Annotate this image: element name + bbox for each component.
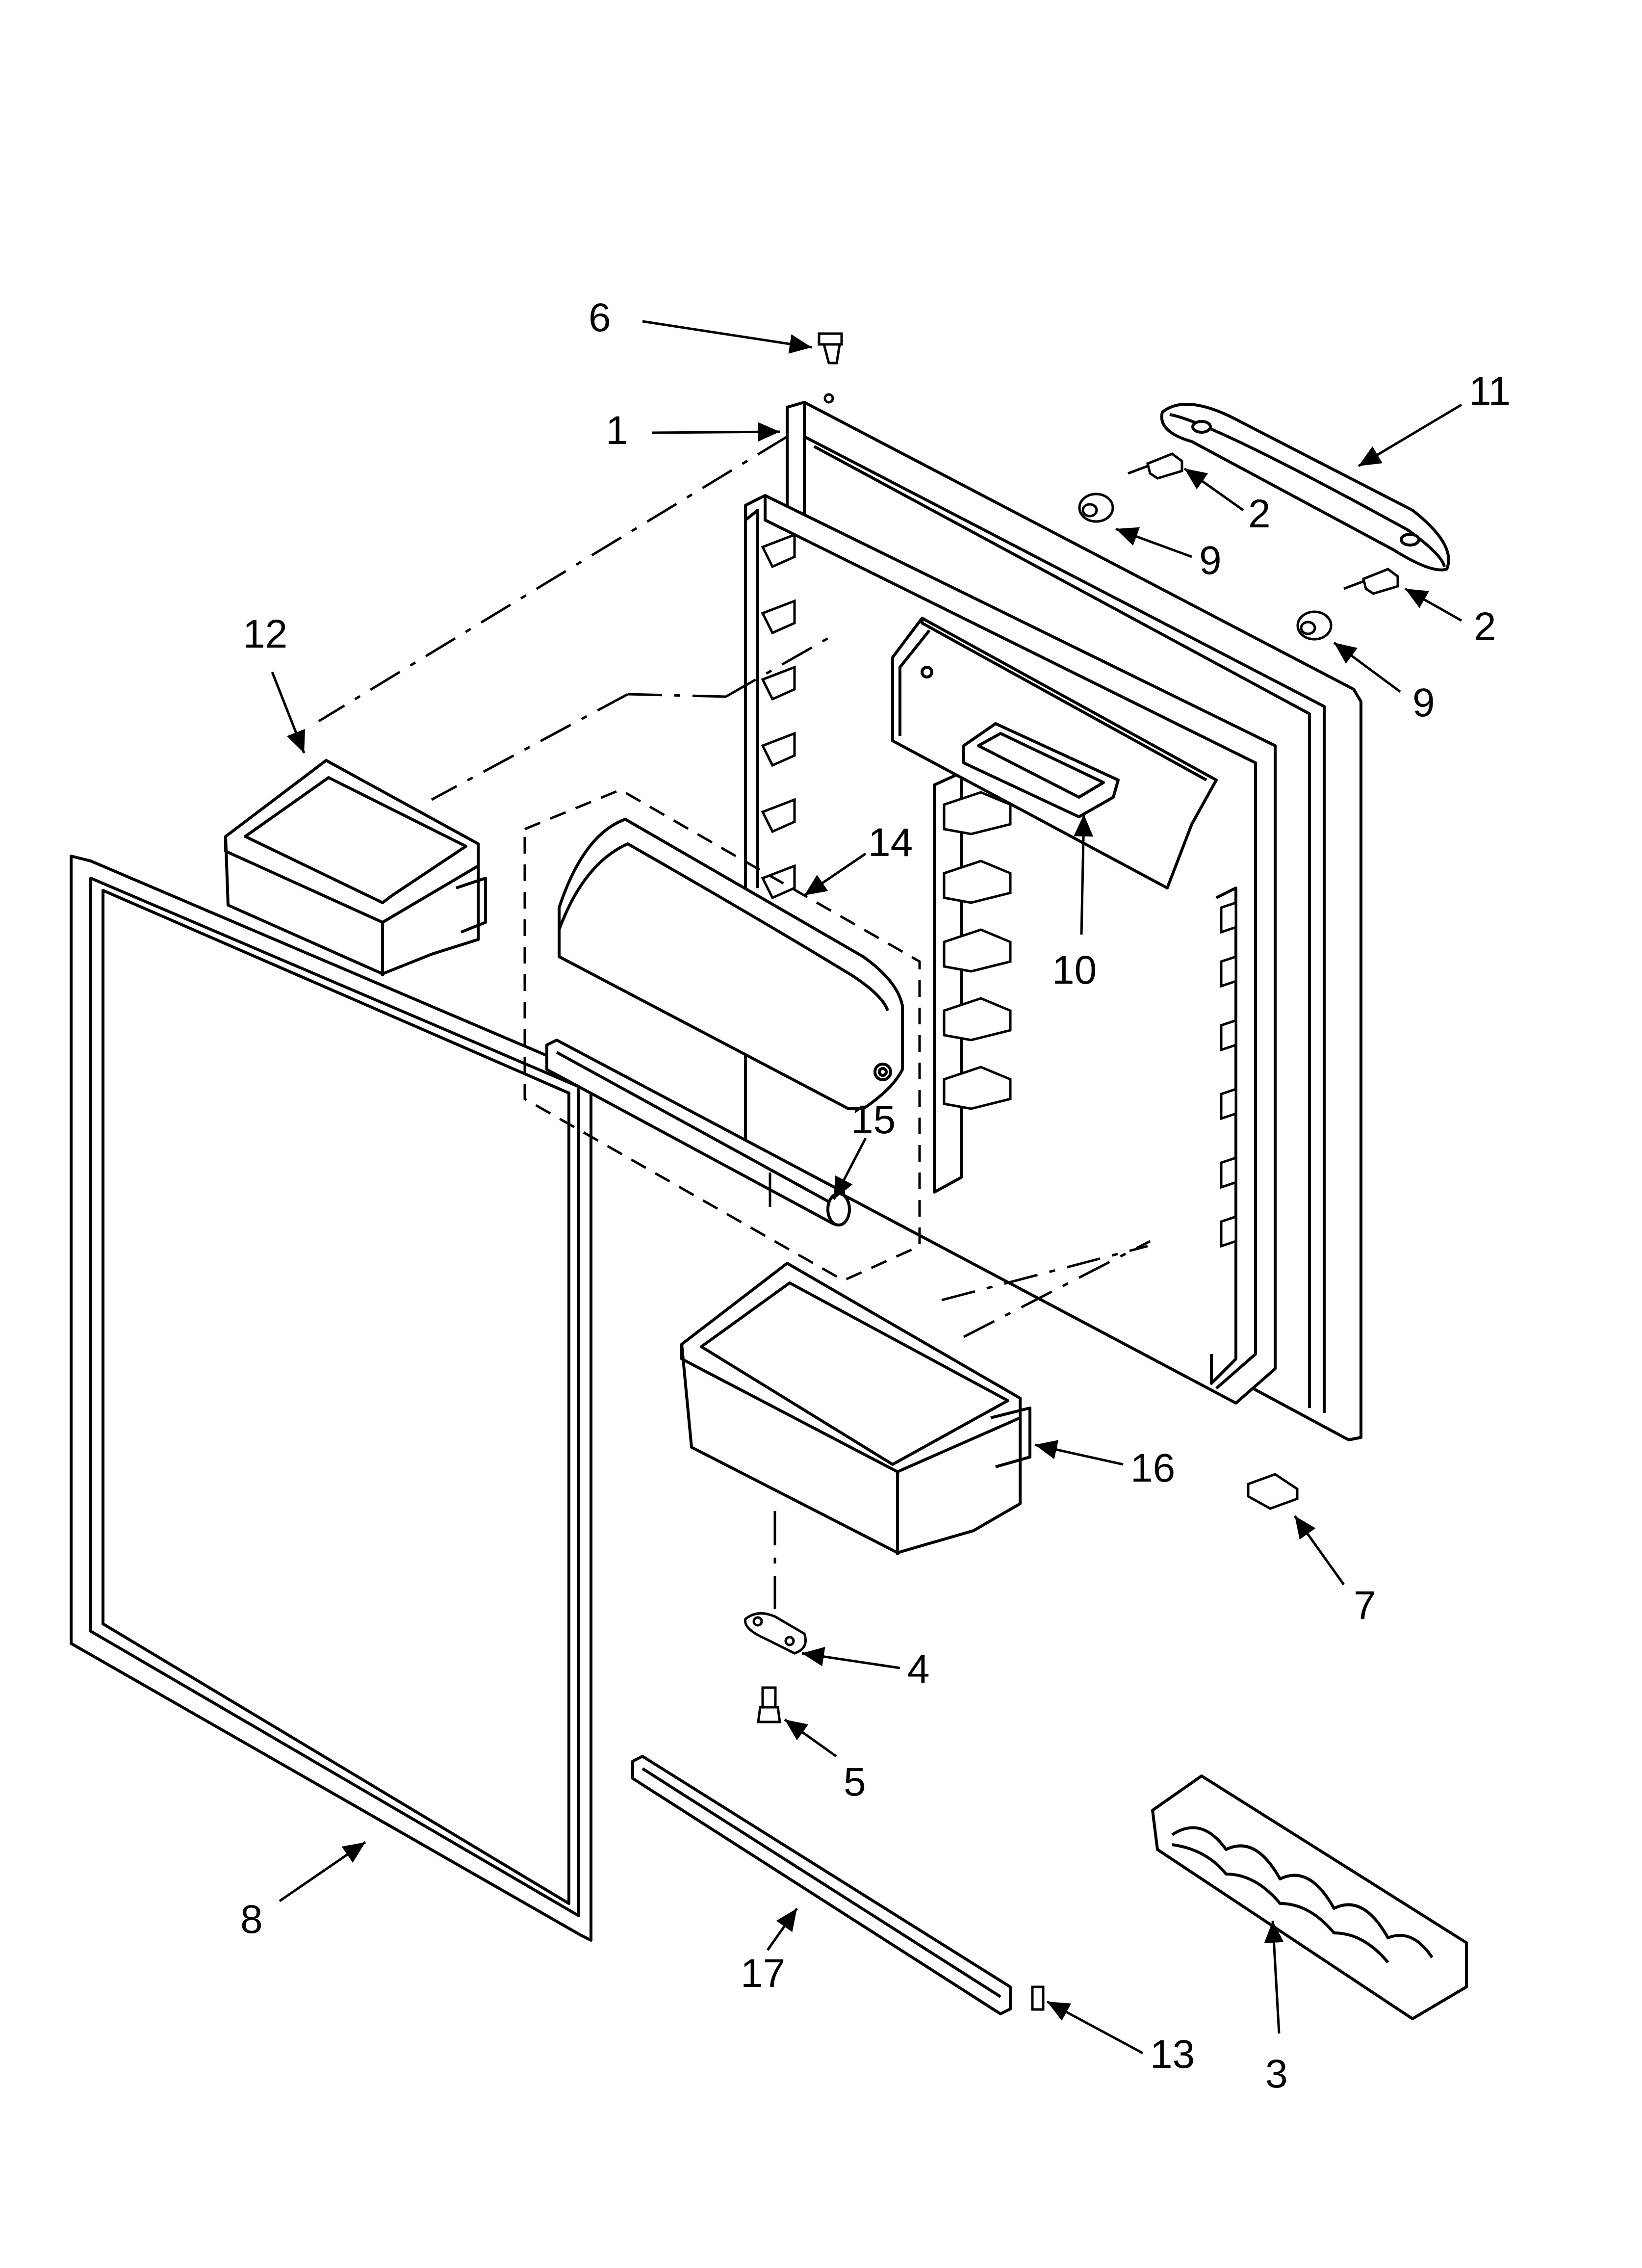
dairy-door	[558, 818, 904, 1110]
butter-tray	[962, 722, 1120, 818]
callout-8: 8	[240, 1897, 263, 1942]
shelf-clips-right	[1220, 901, 1237, 1248]
callout-17: 17	[741, 1951, 785, 1996]
egg-tray	[1151, 1774, 1468, 2020]
callout-13: 13	[1150, 2032, 1195, 2077]
callout-9-upper: 9	[1199, 538, 1222, 583]
callout-2-upper: 2	[1248, 492, 1271, 536]
shelf-clips-left	[761, 533, 796, 900]
callout-15: 15	[851, 1097, 896, 1142]
callout-14: 14	[868, 820, 913, 865]
callout-9-lower: 9	[1412, 680, 1435, 725]
door-gasket	[70, 855, 592, 1942]
callout-2-lower: 2	[1474, 604, 1496, 649]
callout-11: 11	[1469, 369, 1511, 414]
assembly-outline-dashed	[523, 788, 921, 1282]
hardware-screws-spacers	[744, 332, 1399, 2011]
callout-12: 12	[243, 612, 287, 656]
assembly-lines	[318, 435, 1151, 1609]
callout-16: 16	[1130, 1446, 1175, 1490]
callout-7: 7	[1354, 1583, 1376, 1628]
lower-door-bin	[680, 1262, 1031, 1555]
callout-labels: 6 1 11 2 9 2 9 12 14 10 15 16 7 4 5 8 17…	[240, 295, 1511, 2096]
upper-door-bin	[224, 759, 487, 976]
bottom-trim	[631, 1755, 1012, 2015]
callout-5: 5	[844, 1760, 866, 1804]
door-liner	[744, 401, 1362, 1441]
door-handle	[1160, 403, 1450, 572]
callout-4: 4	[907, 1647, 930, 1692]
callout-6: 6	[589, 295, 611, 340]
callout-1: 1	[606, 408, 628, 453]
callout-10: 10	[1052, 948, 1097, 992]
callout-leaders	[271, 320, 1462, 2055]
shelf-clips-center	[943, 791, 1012, 1110]
callout-3: 3	[1265, 2052, 1288, 2096]
